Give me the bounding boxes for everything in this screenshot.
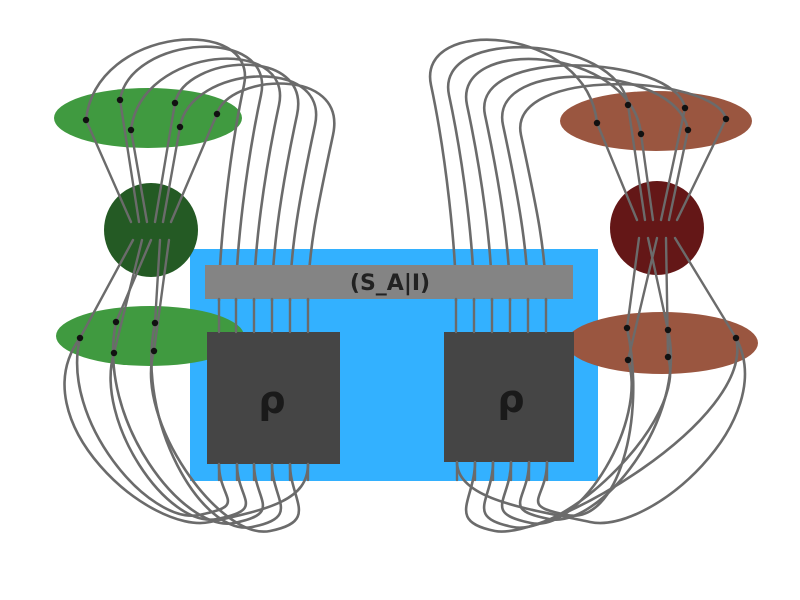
left-bottom-arc xyxy=(109,351,248,521)
right-lower-spoke xyxy=(673,236,738,340)
right-lower-node xyxy=(664,353,672,361)
right-upper-node xyxy=(681,104,689,112)
red-lower-disk xyxy=(566,312,758,374)
right-upper-spoke xyxy=(639,132,655,222)
wire-group xyxy=(63,38,747,533)
right-lower-spoke xyxy=(625,236,641,330)
left-upper-spoke xyxy=(129,128,149,224)
left-upper-spoke xyxy=(153,101,177,224)
left-upper-spoke xyxy=(169,112,219,224)
right-upper-node xyxy=(593,119,601,127)
right-upper-node xyxy=(722,115,730,123)
left-lower-node xyxy=(150,347,158,355)
left-upper-node xyxy=(82,116,90,124)
left-top-arc xyxy=(129,57,282,302)
right-upper-spoke xyxy=(595,121,639,222)
right-lower-spoke xyxy=(626,236,659,362)
left-upper-node xyxy=(176,123,184,131)
left-top-arc xyxy=(84,38,247,302)
left-box-symbol: ρ xyxy=(258,378,285,422)
right-lower-node xyxy=(732,334,740,342)
right-upper-node xyxy=(684,126,692,134)
stub-group xyxy=(217,297,549,482)
right-lower-node xyxy=(664,326,672,334)
right-bottom-arc xyxy=(455,336,747,525)
left-lower-node xyxy=(110,349,118,357)
left-top-arc xyxy=(118,45,264,302)
left-upper-spoke xyxy=(118,98,141,224)
right-lower-node xyxy=(624,356,632,364)
green-upper-disk xyxy=(54,88,242,148)
right-box xyxy=(444,332,574,462)
left-upper-node xyxy=(171,99,179,107)
left-bottom-arc xyxy=(75,336,230,517)
left-lower-node xyxy=(76,334,84,342)
right-lower-node xyxy=(623,324,631,332)
left-bottom-arc xyxy=(63,336,310,525)
right-lower-spoke xyxy=(646,236,670,332)
red-upper-disk xyxy=(560,91,752,151)
right-top-arc xyxy=(500,75,690,302)
right-lower-spoke xyxy=(664,236,670,359)
left-bottom-arc xyxy=(111,320,265,525)
right-top-arc xyxy=(519,82,728,302)
green-lower-disk xyxy=(56,306,244,366)
right-bottom-arc xyxy=(464,336,739,533)
left-top-arc xyxy=(178,75,318,302)
right-upper-spoke xyxy=(675,117,728,222)
gray-bar xyxy=(205,265,573,299)
right-upper-spoke xyxy=(626,103,647,222)
green-ball xyxy=(104,183,198,277)
left-upper-spoke xyxy=(84,118,133,224)
left-lower-node xyxy=(112,318,120,326)
red-ball xyxy=(610,181,704,275)
right-upper-spoke xyxy=(667,128,690,222)
left-lower-node xyxy=(151,319,159,327)
right-upper-spoke xyxy=(659,106,687,222)
dot-group xyxy=(76,96,740,364)
left-lower-spoke xyxy=(152,238,171,353)
left-lower-spoke xyxy=(153,238,162,325)
right-bottom-arc xyxy=(536,326,635,517)
left-lower-spoke xyxy=(78,238,135,340)
left-box xyxy=(207,332,340,464)
left-bottom-arc xyxy=(149,349,301,533)
left-top-arc xyxy=(215,82,336,302)
right-upper-node xyxy=(637,130,645,138)
left-upper-node xyxy=(127,126,135,134)
right-top-arc xyxy=(483,64,687,302)
left-upper-node xyxy=(213,110,221,118)
bar-label: (S_A|I) xyxy=(350,271,430,296)
left-upper-node xyxy=(116,96,124,104)
left-top-arc xyxy=(173,63,300,302)
right-top-arc xyxy=(446,45,630,302)
left-lower-spoke xyxy=(114,238,153,324)
right-box-symbol: ρ xyxy=(497,377,524,421)
right-upper-node xyxy=(624,101,632,109)
left-upper-spoke xyxy=(161,125,182,224)
